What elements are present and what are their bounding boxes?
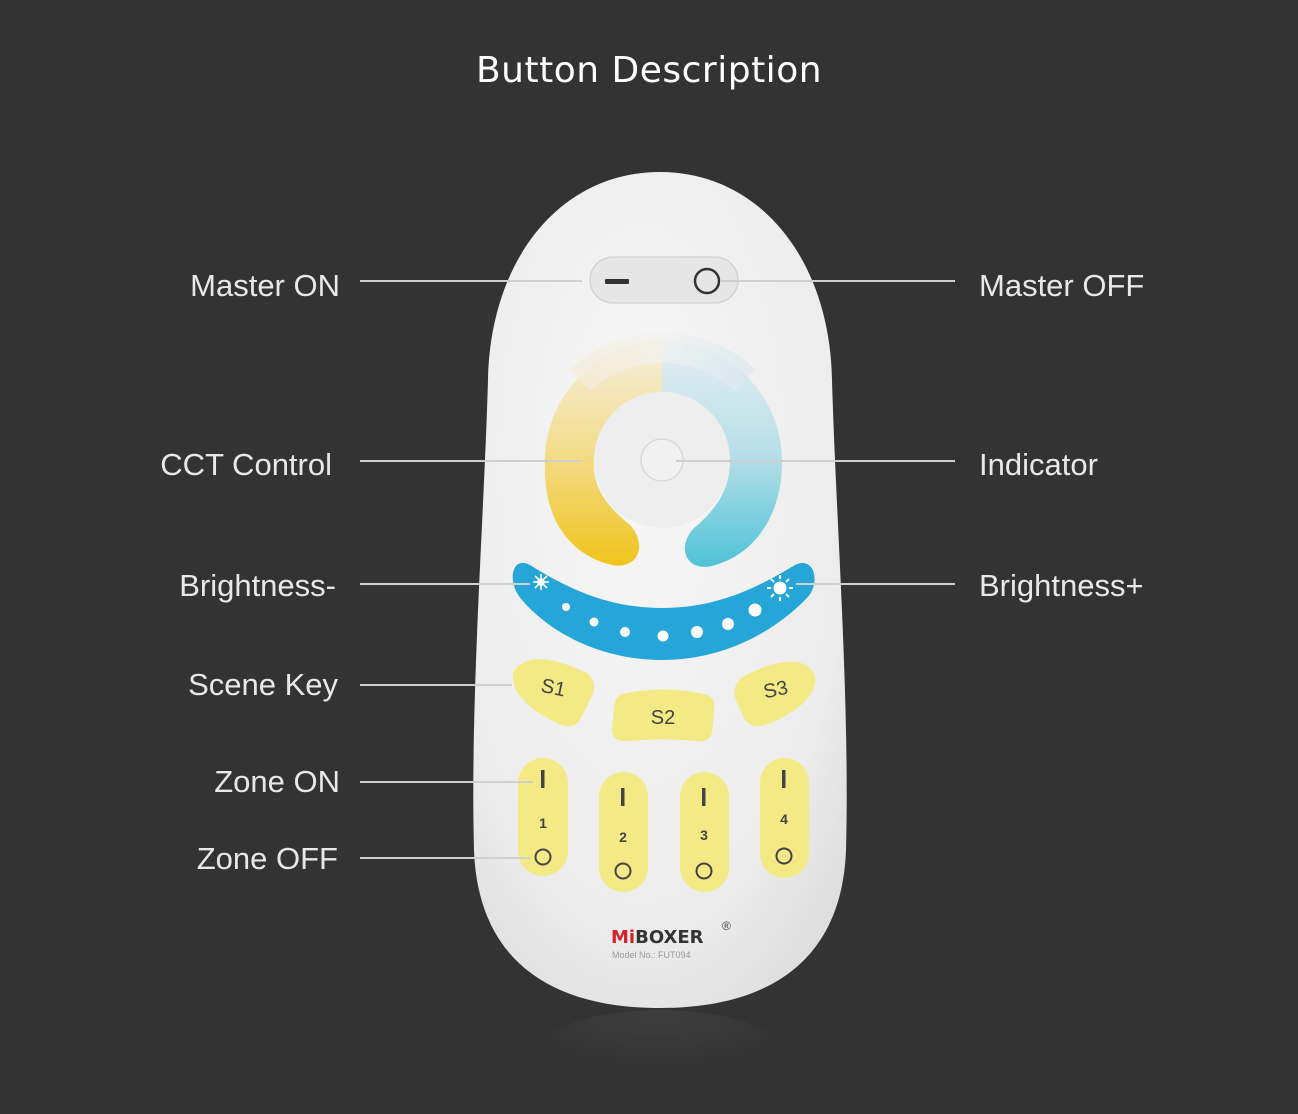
brightness-bar[interactable] <box>512 562 815 660</box>
leader-line-scene-key <box>360 684 512 686</box>
zone-key-3[interactable]: 3 <box>680 772 729 892</box>
brightness-minus-icon[interactable] <box>533 574 549 590</box>
zone-key-4[interactable]: 4 <box>760 758 809 878</box>
cct-cool-arc[interactable] <box>662 340 782 567</box>
label-master-on: Master ON <box>190 268 340 303</box>
cct-warm-arc[interactable] <box>544 340 662 566</box>
label-zone-off: Zone OFF <box>196 841 338 876</box>
scene-key-s2[interactable] <box>612 689 715 742</box>
registered-mark: ® <box>722 919 731 933</box>
zone-1-off-icon <box>534 848 552 866</box>
zone-4-off-icon <box>775 847 793 865</box>
zone-key-2[interactable]: 2 <box>599 772 648 892</box>
label-master-off: Master OFF <box>979 268 1145 303</box>
page-title: Button Description <box>475 50 823 91</box>
leader-line-indicator <box>676 460 955 462</box>
leader-line-master-on <box>360 280 582 282</box>
label-zone-on: Zone ON <box>214 764 340 799</box>
zone-key-1[interactable]: 1 <box>518 758 568 876</box>
leader-line-cct-control <box>360 460 582 462</box>
leader-line-brightness-minus <box>360 583 530 585</box>
model-number: Model No.: FUT094 <box>612 950 691 960</box>
label-brightness-plus: Brightness+ <box>979 568 1144 603</box>
scene-key-s3-label: S3 <box>761 677 790 704</box>
brightness-plus-icon[interactable] <box>767 575 793 601</box>
label-brightness-minus: Brightness- <box>179 568 336 603</box>
master-off-icon[interactable] <box>693 267 721 295</box>
scene-key-s1[interactable] <box>512 659 595 727</box>
scene-key-s2-label: S2 <box>651 707 675 729</box>
scene-key-s3[interactable] <box>734 661 816 726</box>
leader-line-brightness-plus <box>796 583 955 585</box>
zone-4-number: 4 <box>780 811 788 827</box>
leader-line-master-off <box>720 280 955 282</box>
reflection <box>530 1010 790 1110</box>
zone-3-off-icon <box>695 862 713 880</box>
label-scene-key: Scene Key <box>188 667 338 702</box>
label-cct-control: CCT Control <box>160 447 332 482</box>
zone-2-off-icon <box>614 862 632 880</box>
master-on-icon[interactable] <box>605 279 629 284</box>
leader-line-zone-on <box>360 781 533 783</box>
scene-key-s1-label: S1 <box>539 675 568 702</box>
leader-line-zone-off <box>360 857 530 859</box>
brightness-dots <box>562 603 762 642</box>
label-indicator: Indicator <box>979 447 1098 482</box>
zone-3-number: 3 <box>700 827 708 843</box>
zone-2-number: 2 <box>619 829 627 845</box>
brand-logo: MiBOXER <box>611 927 704 948</box>
zone-1-number: 1 <box>539 815 547 831</box>
